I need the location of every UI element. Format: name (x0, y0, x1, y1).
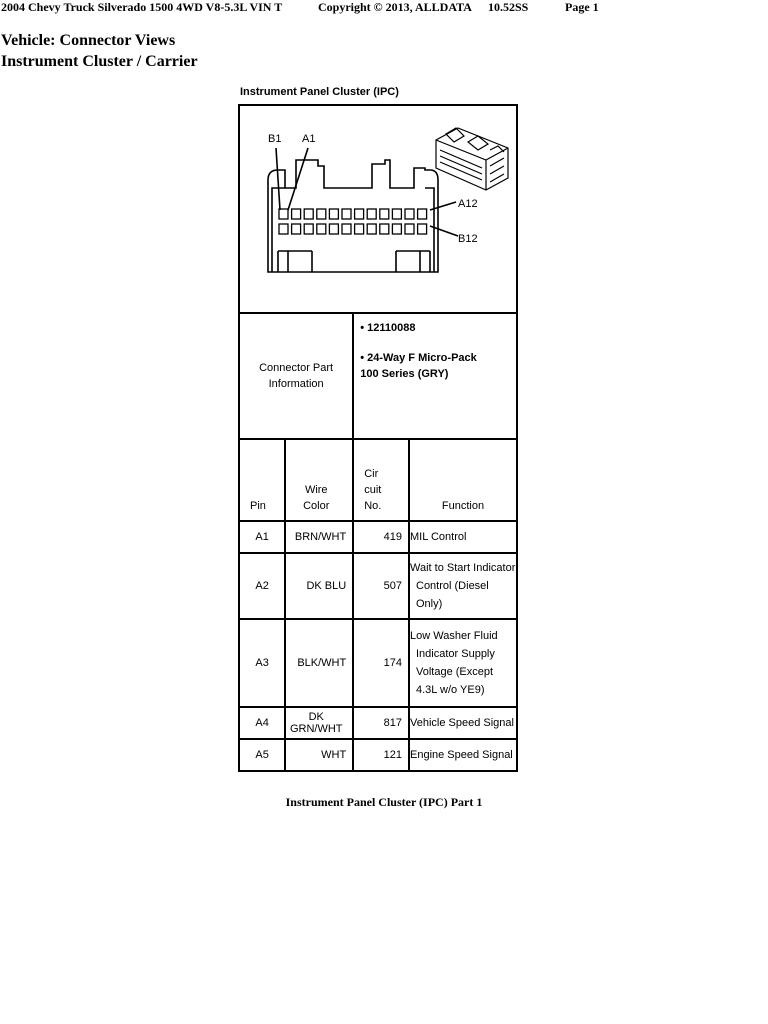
label-b12: B12 (458, 233, 478, 245)
function-text-cont: Indicator Supply Voltage (Except 4.3L w/… (416, 648, 495, 696)
pin-cavity (316, 208, 327, 220)
pin-cell: A3 (237, 618, 287, 708)
connector-diagram: B1 A1 A12 B12 (267, 127, 509, 273)
circuit-cell: 507 (352, 552, 410, 620)
connector-outline (267, 159, 439, 273)
function-cell: Vehicle Speed Signal (408, 706, 518, 740)
pin-cavity (328, 208, 340, 220)
function-cell: Engine Speed Signal (408, 738, 518, 772)
circuit-cell: 419 (352, 520, 410, 554)
pin-cavity (404, 208, 415, 220)
pin-cavity (316, 223, 327, 235)
table-row: A4 DK GRN/WHT 817 Vehicle Speed Signal (237, 706, 518, 740)
function-text: Low Washer Fluid (410, 630, 498, 642)
pin-cavity (353, 223, 365, 235)
circuit-cell: 817 (352, 706, 410, 740)
part-number: • 12110088 (360, 322, 416, 334)
connector-3d-sketch (435, 127, 509, 191)
pin-cavity (290, 208, 302, 220)
table-header-row: Pin Wire Color Cir cuit No. Function (237, 438, 518, 522)
header-wire-text: Wire Color (303, 484, 330, 512)
pin-cavity (341, 223, 352, 235)
pin-cell: A1 (237, 520, 287, 554)
pin-cavity (353, 208, 365, 220)
header-function: Function (408, 438, 518, 522)
copyright: Copyright © 2013, ALLDATA (318, 0, 472, 14)
header-wire: Wire Color (284, 438, 355, 522)
pin-cavity (278, 208, 289, 220)
circuit-cell: 121 (352, 738, 410, 772)
pin-cavity (366, 223, 377, 235)
wire-cell: WHT (284, 738, 355, 772)
pin-cell: A2 (237, 552, 287, 620)
diagram-title: Instrument Panel Cluster (IPC) (240, 86, 399, 98)
wire-cell: DK BLU (284, 552, 355, 620)
header-circuit: Cir cuit No. (352, 438, 410, 522)
connector-info-label: Connector Part Information (237, 312, 355, 440)
pin-cavity (328, 223, 340, 235)
wire-cell: BRN/WHT (284, 520, 355, 554)
pin-cell: A4 (237, 706, 287, 740)
header-function-text: Function (441, 500, 485, 512)
function-text: Wait to Start Indicator (410, 562, 516, 574)
pin-cavity (416, 223, 428, 235)
connector-table: B1 A1 A12 B12 Connector Part Information… (237, 104, 518, 772)
function-cell: MIL Control (408, 520, 518, 554)
pin-cavity (290, 223, 302, 235)
page-number: Page 1 (565, 0, 599, 14)
part-description: • 24-Way F Micro-Pack 100 Series (GRY) (360, 352, 477, 380)
table-row: A5 WHT 121 Engine Speed Signal (237, 738, 518, 772)
label-a12: A12 (458, 198, 478, 210)
pin-cavity (303, 223, 314, 235)
vehicle-info: 2004 Chevy Truck Silverado 1500 4WD V8-5… (1, 0, 283, 14)
label-a1: A1 (302, 133, 315, 145)
table-row: A1 BRN/WHT 419 MIL Control (237, 520, 518, 554)
pin-cavities (278, 208, 428, 235)
header-circuit-text: Cir cuit No. (364, 468, 382, 512)
page-header: 2004 Chevy Truck Silverado 1500 4WD V8-5… (0, 0, 768, 14)
connector-info-label-text: Connector Part Information (259, 362, 334, 390)
circuit-cell: 174 (352, 618, 410, 708)
pin-cavity (341, 208, 352, 220)
header-pin: Pin (237, 438, 287, 522)
pin-cavity (391, 208, 403, 220)
connector-info: • 12110088 • 24-Way F Micro-Pack 100 Ser… (352, 312, 518, 440)
function-text: Vehicle Speed Signal (410, 717, 514, 729)
function-text: MIL Control (410, 531, 467, 543)
figure-caption: Instrument Panel Cluster (IPC) Part 1 (285, 795, 483, 809)
pin-cavity (379, 223, 390, 235)
connector-diagram-cell: B1 A1 A12 B12 (238, 104, 518, 314)
pin-cavity (366, 208, 377, 220)
function-text: Engine Speed Signal (410, 749, 513, 761)
pin-cavity (416, 208, 428, 220)
wire-cell: DK GRN/WHT (284, 706, 355, 740)
version: 10.52SS (488, 0, 529, 14)
label-b1: B1 (268, 133, 281, 145)
page-subtitle: Instrument Cluster / Carrier (1, 53, 198, 70)
pin-cavity (303, 208, 314, 220)
pin-cavity (379, 208, 390, 220)
wire-text: DK GRN/WHT (289, 711, 343, 735)
pin-cell: A5 (237, 738, 287, 772)
pin-cavity (404, 223, 415, 235)
header-pin-text: Pin (250, 500, 266, 512)
wire-cell: BLK/WHT (284, 618, 355, 708)
pin-cavity (391, 223, 403, 235)
page-title: Vehicle: Connector Views (1, 32, 176, 49)
function-text-cont: Control (Diesel Only) (416, 580, 489, 610)
pin-cavity (278, 223, 289, 235)
